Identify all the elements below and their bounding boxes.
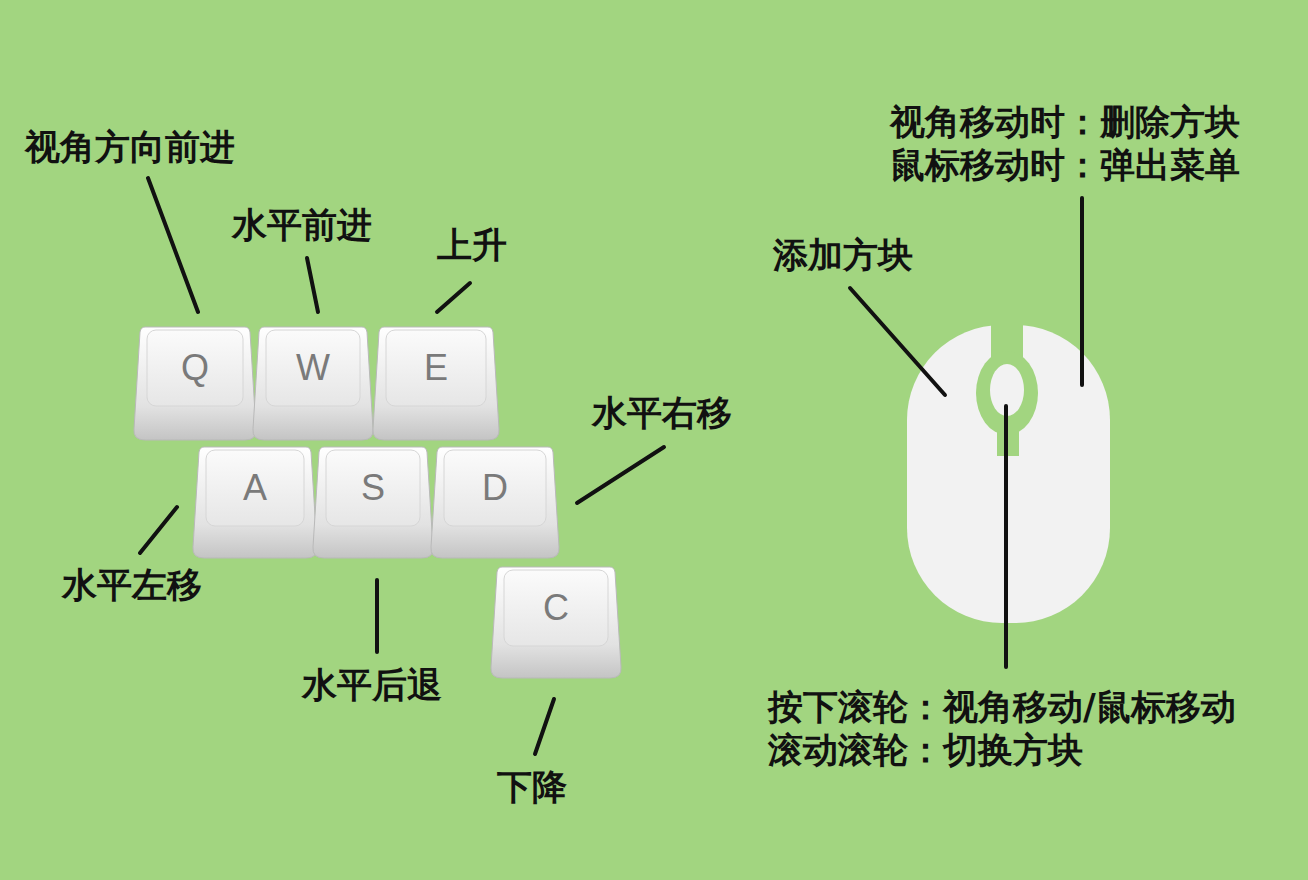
keyboard-key: C xyxy=(490,565,622,679)
mouse xyxy=(907,322,1110,623)
callout-label: 水平左移 xyxy=(62,564,202,606)
leader-lines xyxy=(140,178,1082,754)
callout-label: 水平右移 xyxy=(592,392,732,434)
keyboard-key: D xyxy=(430,445,560,559)
callout-label: 水平前进 xyxy=(232,204,372,246)
callout-label: 滚动滚轮：切换方块 xyxy=(768,729,1083,771)
key-letter: W xyxy=(266,330,360,406)
callout-label: 鼠标移动时：弹出菜单 xyxy=(890,144,1240,186)
key-letter: A xyxy=(206,450,304,526)
callout-label: 添加方块 xyxy=(773,234,913,276)
keyboard-key: A xyxy=(192,445,318,559)
callout-label: 视角方向前进 xyxy=(25,126,235,168)
key-letter: C xyxy=(504,570,608,646)
callout-label: 水平后退 xyxy=(302,664,442,706)
keyboard-key: W xyxy=(252,325,374,441)
keyboard-key: Q xyxy=(133,325,257,441)
keyboard-key: E xyxy=(372,325,500,441)
keyboard-key: S xyxy=(312,445,434,559)
callout-label: 上升 xyxy=(437,224,507,266)
callout-label: 下降 xyxy=(497,766,567,808)
key-letter: E xyxy=(386,330,486,406)
callout-label: 视角移动时：删除方块 xyxy=(890,101,1240,143)
key-letter: D xyxy=(444,450,546,526)
key-letter: Q xyxy=(147,330,243,406)
callout-label: 按下滚轮：视角移动/鼠标移动 xyxy=(768,686,1236,728)
key-letter: S xyxy=(326,450,420,526)
